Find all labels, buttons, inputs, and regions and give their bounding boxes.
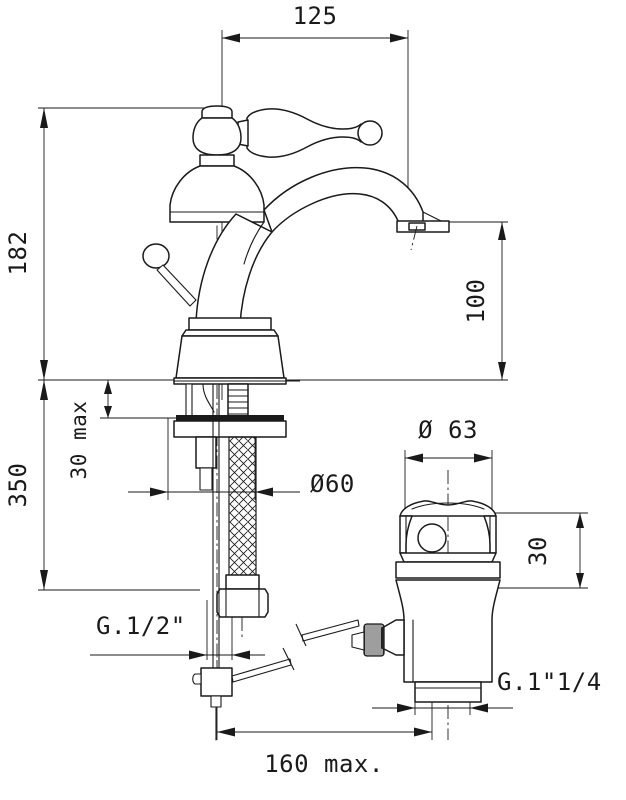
clamp-screw bbox=[192, 673, 202, 685]
supply-thread-dimension: G.1/2" bbox=[90, 600, 265, 660]
lower-link-end bbox=[282, 647, 295, 671]
lock-nut-shank bbox=[199, 467, 213, 491]
cap-ball bbox=[192, 117, 242, 156]
waste-flange bbox=[395, 561, 501, 579]
side-knob-stem bbox=[156, 264, 197, 307]
waste-assembly bbox=[351, 500, 501, 703]
spout-reach-label: 125 bbox=[293, 2, 338, 30]
pop-up-rod-length-label: 160 max. bbox=[264, 750, 384, 778]
cap-ring bbox=[199, 154, 235, 167]
overall-length-dimension: 350 bbox=[4, 380, 200, 591]
side-knob-ball bbox=[142, 243, 170, 269]
base-collar-bead bbox=[181, 329, 279, 337]
lock-nut bbox=[195, 436, 217, 469]
supply-thread-label: G.1/2" bbox=[96, 612, 186, 640]
waste-flange-upper bbox=[399, 552, 497, 563]
hose-ferrule bbox=[225, 574, 260, 590]
handle-end-ball bbox=[357, 120, 383, 146]
below-deck-assembly bbox=[173, 383, 287, 691]
cap-top-collar bbox=[201, 105, 233, 119]
lever-handle bbox=[237, 108, 383, 158]
cap-dome bbox=[169, 105, 265, 223]
overall-length-label: 350 bbox=[4, 463, 32, 508]
waste-flange-diameter-dimension: Ø 63 bbox=[404, 416, 493, 516]
braided-supply-hose bbox=[228, 436, 257, 583]
pop-up-rod-length-dimension: 160 max. bbox=[216, 620, 433, 778]
waste-flange-diameter-label: Ø 63 bbox=[418, 416, 478, 444]
waste-side-boss bbox=[381, 619, 405, 656]
pop-up-rod-clamp bbox=[192, 667, 233, 741]
base-collar-top bbox=[188, 317, 272, 331]
clamp-block bbox=[200, 667, 233, 697]
waste-body bbox=[395, 579, 501, 683]
tie-rod-left bbox=[185, 383, 193, 421]
spout-height-dimension: 100 bbox=[300, 221, 508, 381]
spout-upper bbox=[263, 166, 424, 233]
side-knob bbox=[142, 243, 197, 307]
clamp-pin bbox=[210, 695, 222, 708]
total-height-label: 182 bbox=[4, 231, 32, 276]
mounting-washer bbox=[173, 420, 287, 438]
waste-stopper-head bbox=[399, 500, 497, 517]
waste-thread-label: G.1"1/4 bbox=[497, 668, 602, 696]
waste-tailpiece bbox=[414, 681, 482, 703]
base-collar bbox=[173, 317, 287, 385]
base-diameter-label: Ø60 bbox=[310, 470, 355, 498]
waste-height-label: 30 bbox=[524, 536, 552, 566]
deck-gasket bbox=[176, 415, 284, 421]
threaded-shank bbox=[227, 383, 249, 419]
upper-link-bar bbox=[301, 619, 360, 642]
cap-bell bbox=[169, 165, 265, 223]
waste-knurled-nut bbox=[363, 623, 385, 657]
aerator-outlet bbox=[396, 211, 450, 251]
max-mounting-thickness-label: 30 max bbox=[67, 401, 91, 480]
base-collar-skirt bbox=[175, 335, 285, 379]
waste-overflow-hole bbox=[417, 523, 447, 553]
pop-up-lift-rod-link bbox=[231, 619, 360, 683]
lower-link-bar bbox=[231, 658, 292, 683]
hose-coupling-nut bbox=[216, 588, 269, 618]
max-mounting-thickness-dimension: 30 max bbox=[67, 380, 178, 479]
waste-height-dimension: 30 bbox=[470, 512, 588, 589]
waste-pivot-cone bbox=[351, 631, 365, 651]
spout-height-label: 100 bbox=[462, 279, 490, 324]
upper-link-end bbox=[295, 623, 307, 647]
